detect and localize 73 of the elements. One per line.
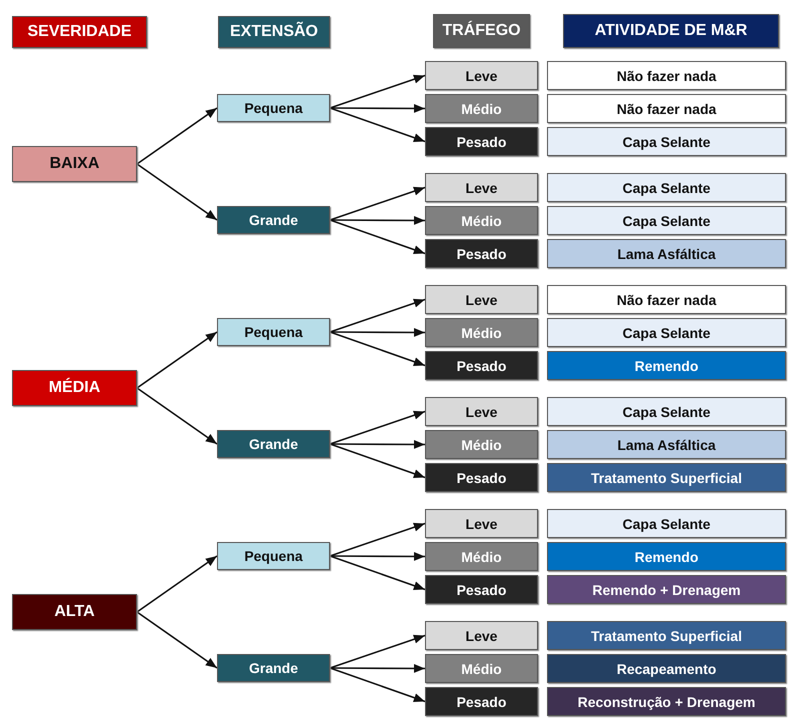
- traffic-box: Médio: [425, 94, 538, 123]
- arrow: [330, 443, 426, 478]
- activity-box: Capa Selante: [547, 127, 786, 156]
- traffic-box: Pesado: [425, 463, 538, 492]
- severity-box: ALTA: [12, 594, 137, 630]
- traffic-box: Médio: [425, 542, 538, 571]
- arrow: [136, 107, 218, 165]
- arrow: [330, 440, 425, 449]
- arrow: [330, 664, 425, 673]
- arrow: [330, 104, 425, 113]
- activity-box: Remendo: [547, 542, 786, 571]
- arrow: [330, 410, 426, 445]
- activity-box: Capa Selante: [547, 397, 786, 426]
- activity-box: Capa Selante: [547, 318, 786, 347]
- extent-box: Grande: [217, 206, 330, 234]
- arrow: [330, 555, 426, 590]
- arrow: [330, 522, 426, 557]
- arrow: [330, 219, 426, 254]
- extent-box: Pequena: [217, 318, 330, 346]
- arrow: [330, 186, 426, 221]
- activity-box: Reconstrução + Drenagem: [547, 687, 786, 716]
- activity-box: Recapeamento: [547, 654, 786, 683]
- traffic-box: Leve: [425, 509, 538, 538]
- extent-box: Pequena: [217, 542, 330, 570]
- arrow: [136, 163, 218, 221]
- activity-box: Capa Selante: [547, 206, 786, 235]
- activity-box: Capa Selante: [547, 173, 786, 202]
- traffic-box: Leve: [425, 285, 538, 314]
- arrow: [136, 387, 218, 445]
- traffic-box: Leve: [425, 397, 538, 426]
- activity-box: Tratamento Superficial: [547, 621, 786, 650]
- traffic-box: Pesado: [425, 687, 538, 716]
- arrow: [330, 667, 426, 702]
- traffic-box: Leve: [425, 61, 538, 90]
- column-header: EXTENSÃO: [218, 16, 330, 48]
- severity-box: MÉDIA: [12, 370, 137, 406]
- traffic-box: Médio: [425, 654, 538, 683]
- arrow: [330, 74, 426, 109]
- extent-box: Grande: [217, 654, 330, 682]
- activity-box: Não fazer nada: [547, 94, 786, 123]
- arrow: [330, 107, 426, 142]
- traffic-box: Pesado: [425, 127, 538, 156]
- arrow: [136, 555, 218, 613]
- arrow: [330, 298, 426, 333]
- arrow: [136, 611, 218, 669]
- activity-box: Não fazer nada: [547, 61, 786, 90]
- extent-box: Pequena: [217, 94, 330, 122]
- arrow: [330, 552, 425, 561]
- traffic-box: Pesado: [425, 575, 538, 604]
- activity-box: Lama Asfáltica: [547, 430, 786, 459]
- column-header: SEVERIDADE: [12, 16, 147, 48]
- traffic-box: Leve: [425, 173, 538, 202]
- traffic-box: Pesado: [425, 239, 538, 268]
- arrow: [330, 216, 425, 225]
- activity-box: Tratamento Superficial: [547, 463, 786, 492]
- arrow: [330, 331, 426, 366]
- activity-box: Remendo + Drenagem: [547, 575, 786, 604]
- arrow: [330, 328, 425, 337]
- activity-box: Capa Selante: [547, 509, 786, 538]
- extent-box: Grande: [217, 430, 330, 458]
- column-header: ATIVIDADE DE M&R: [563, 14, 779, 48]
- severity-box: BAIXA: [12, 146, 137, 182]
- arrow: [136, 331, 218, 389]
- traffic-box: Pesado: [425, 351, 538, 380]
- activity-box: Não fazer nada: [547, 285, 786, 314]
- activity-box: Remendo: [547, 351, 786, 380]
- traffic-box: Médio: [425, 318, 538, 347]
- traffic-box: Leve: [425, 621, 538, 650]
- traffic-box: Médio: [425, 430, 538, 459]
- traffic-box: Médio: [425, 206, 538, 235]
- column-header: TRÁFEGO: [433, 14, 530, 48]
- activity-box: Lama Asfáltica: [547, 239, 786, 268]
- arrow: [330, 634, 426, 669]
